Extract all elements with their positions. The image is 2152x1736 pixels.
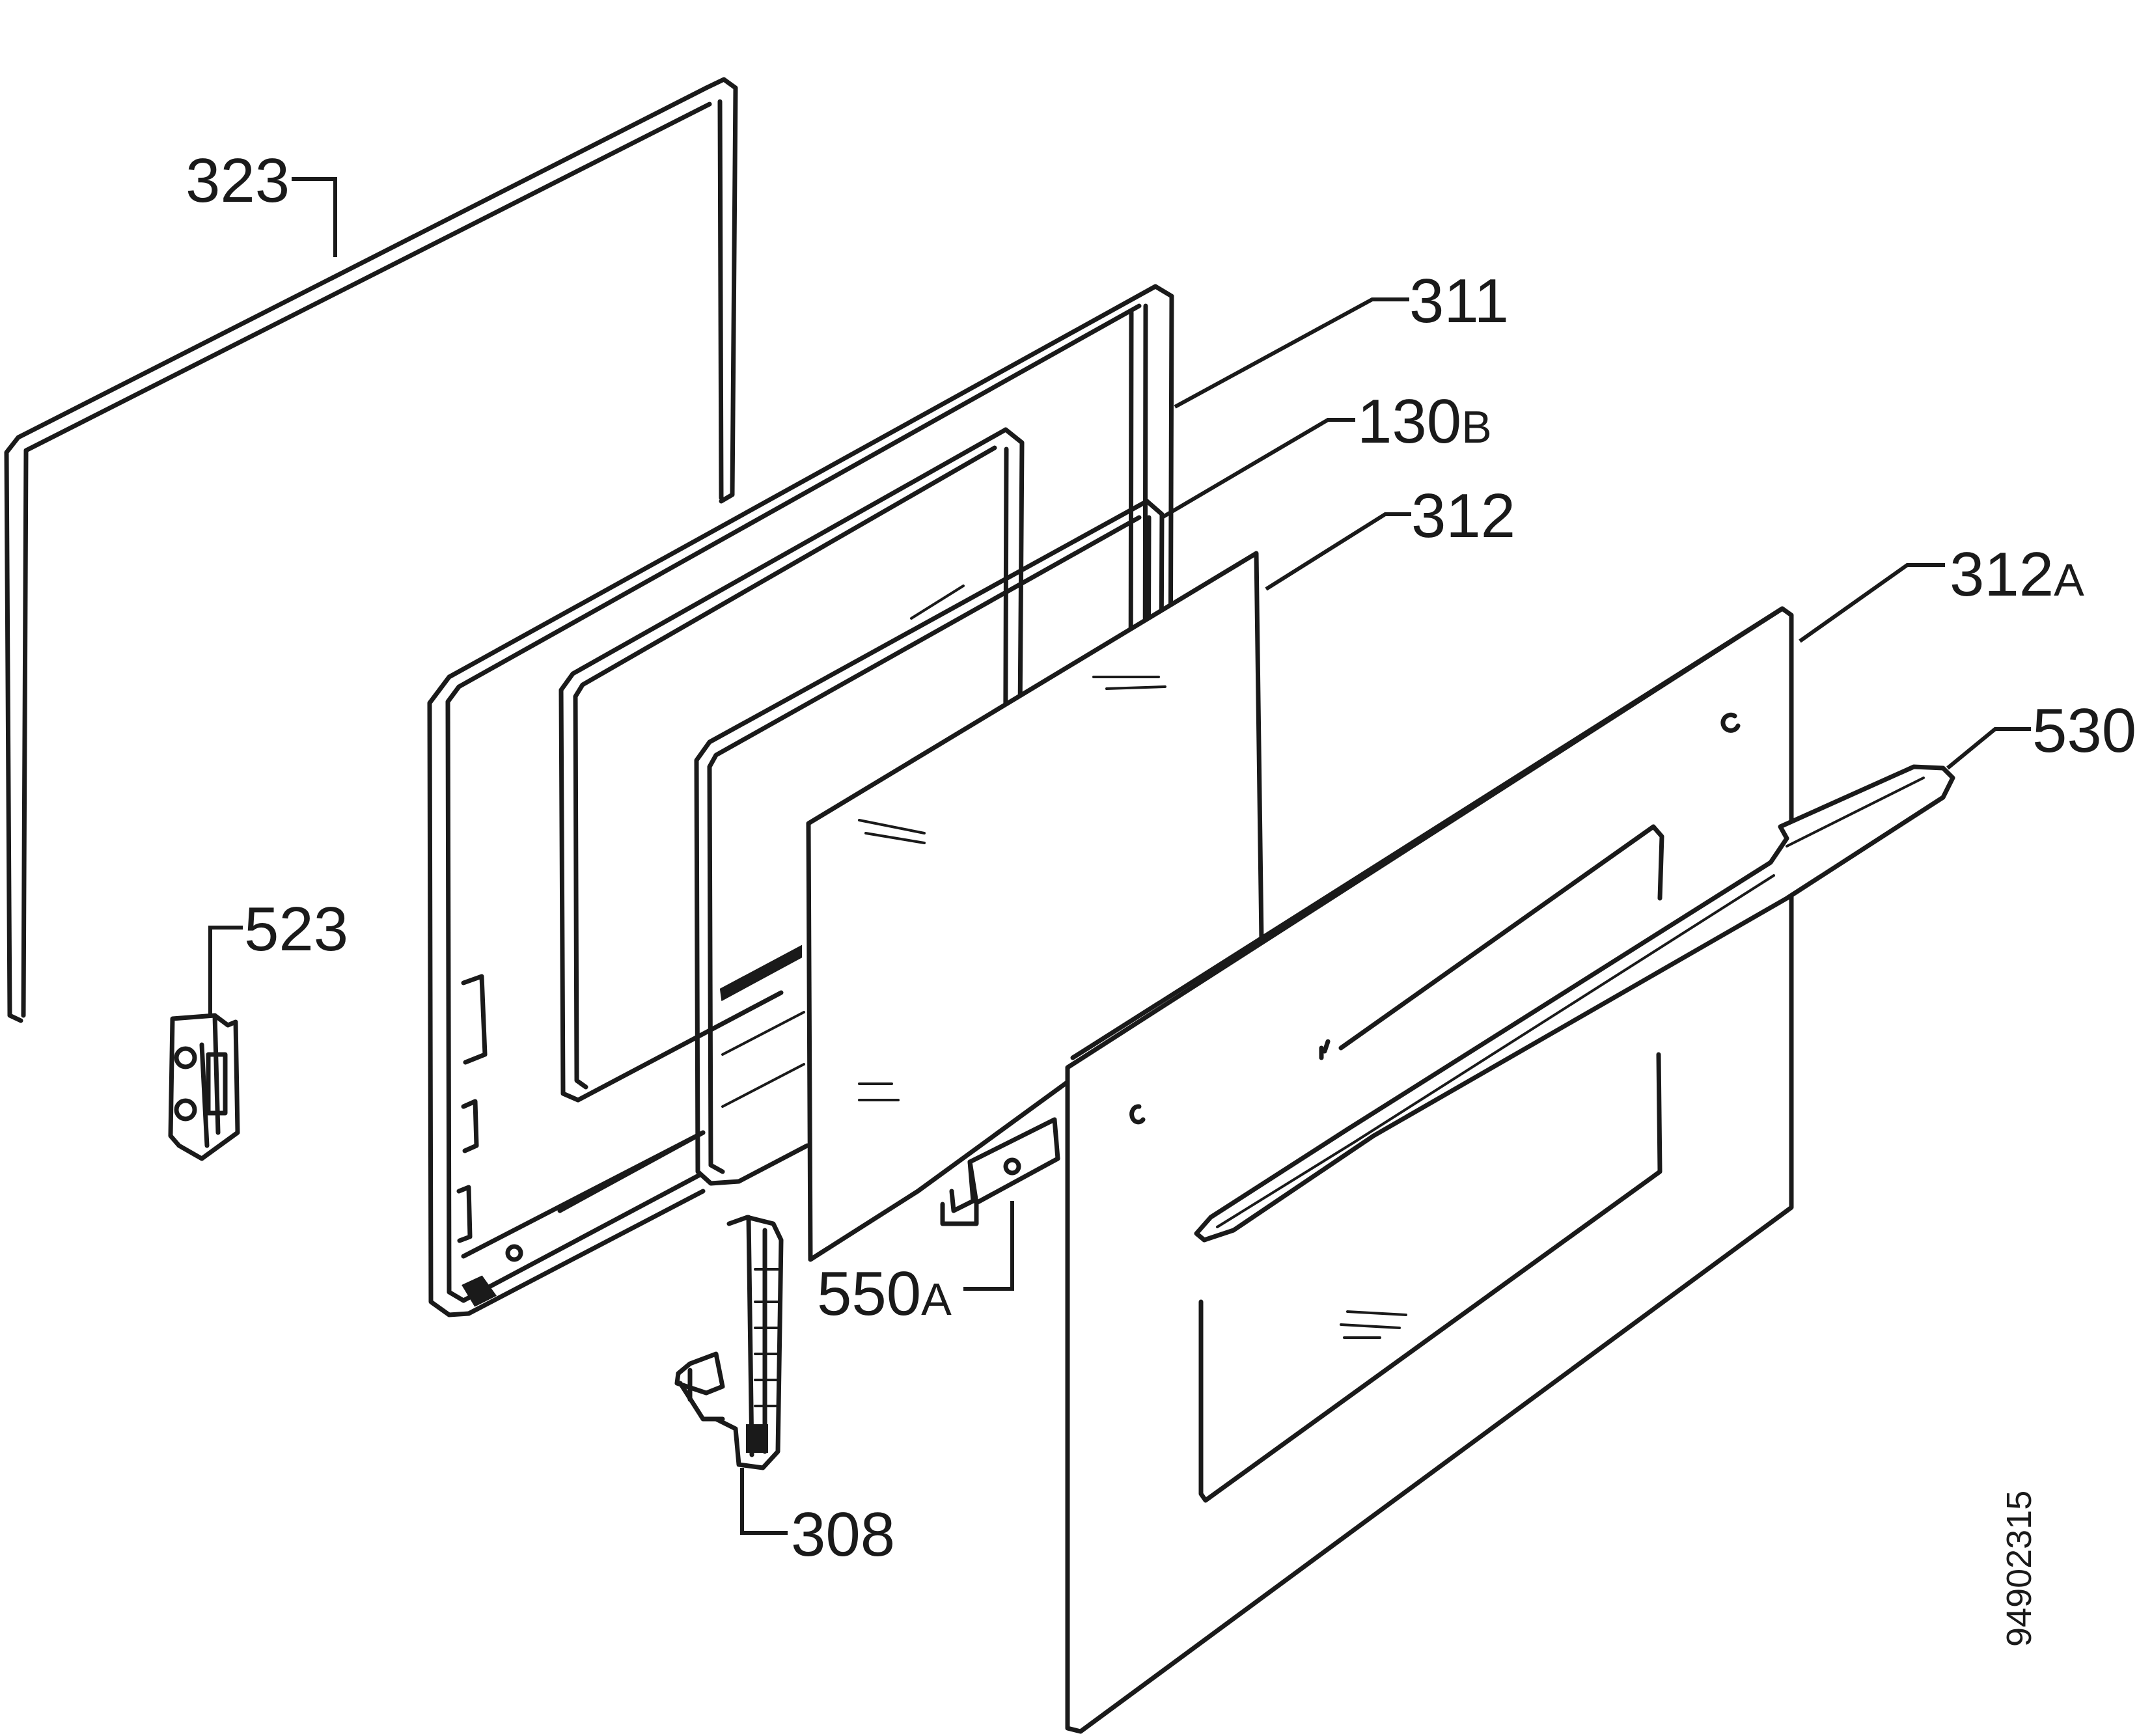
leader-130b bbox=[1161, 418, 1355, 519]
label-308: 308 bbox=[791, 1500, 895, 1569]
leader-lines bbox=[208, 177, 2031, 1535]
label-312a: 312A bbox=[1950, 540, 2084, 609]
label-311: 311 bbox=[1409, 266, 1509, 336]
document-id: 94902315 bbox=[2000, 1491, 2039, 1647]
part-312a-outer-glass bbox=[1065, 606, 1794, 1734]
label-550a: 550A bbox=[817, 1259, 952, 1329]
leader-312 bbox=[1265, 512, 1411, 591]
part-550a-bracket bbox=[940, 1117, 1060, 1226]
leader-312a bbox=[1799, 563, 1945, 643]
label-312: 312 bbox=[1411, 481, 1515, 551]
leader-550a bbox=[963, 1201, 1014, 1291]
part-530-handle bbox=[1194, 764, 1955, 1243]
leader-311 bbox=[1174, 297, 1409, 409]
leader-523 bbox=[208, 926, 243, 1017]
label-323: 323 bbox=[186, 146, 290, 215]
label-523: 523 bbox=[244, 894, 348, 964]
label-530: 530 bbox=[2032, 696, 2136, 765]
leader-323 bbox=[292, 177, 337, 257]
part-312-inner-glass bbox=[806, 551, 1264, 1262]
leader-530 bbox=[1946, 727, 2031, 770]
part-308-hinge bbox=[674, 1215, 784, 1470]
leader-308 bbox=[740, 1468, 788, 1535]
part-523-latch bbox=[168, 1013, 240, 1161]
part-323-door-seal bbox=[4, 77, 738, 1023]
label-130b: 130B bbox=[1357, 387, 1492, 456]
